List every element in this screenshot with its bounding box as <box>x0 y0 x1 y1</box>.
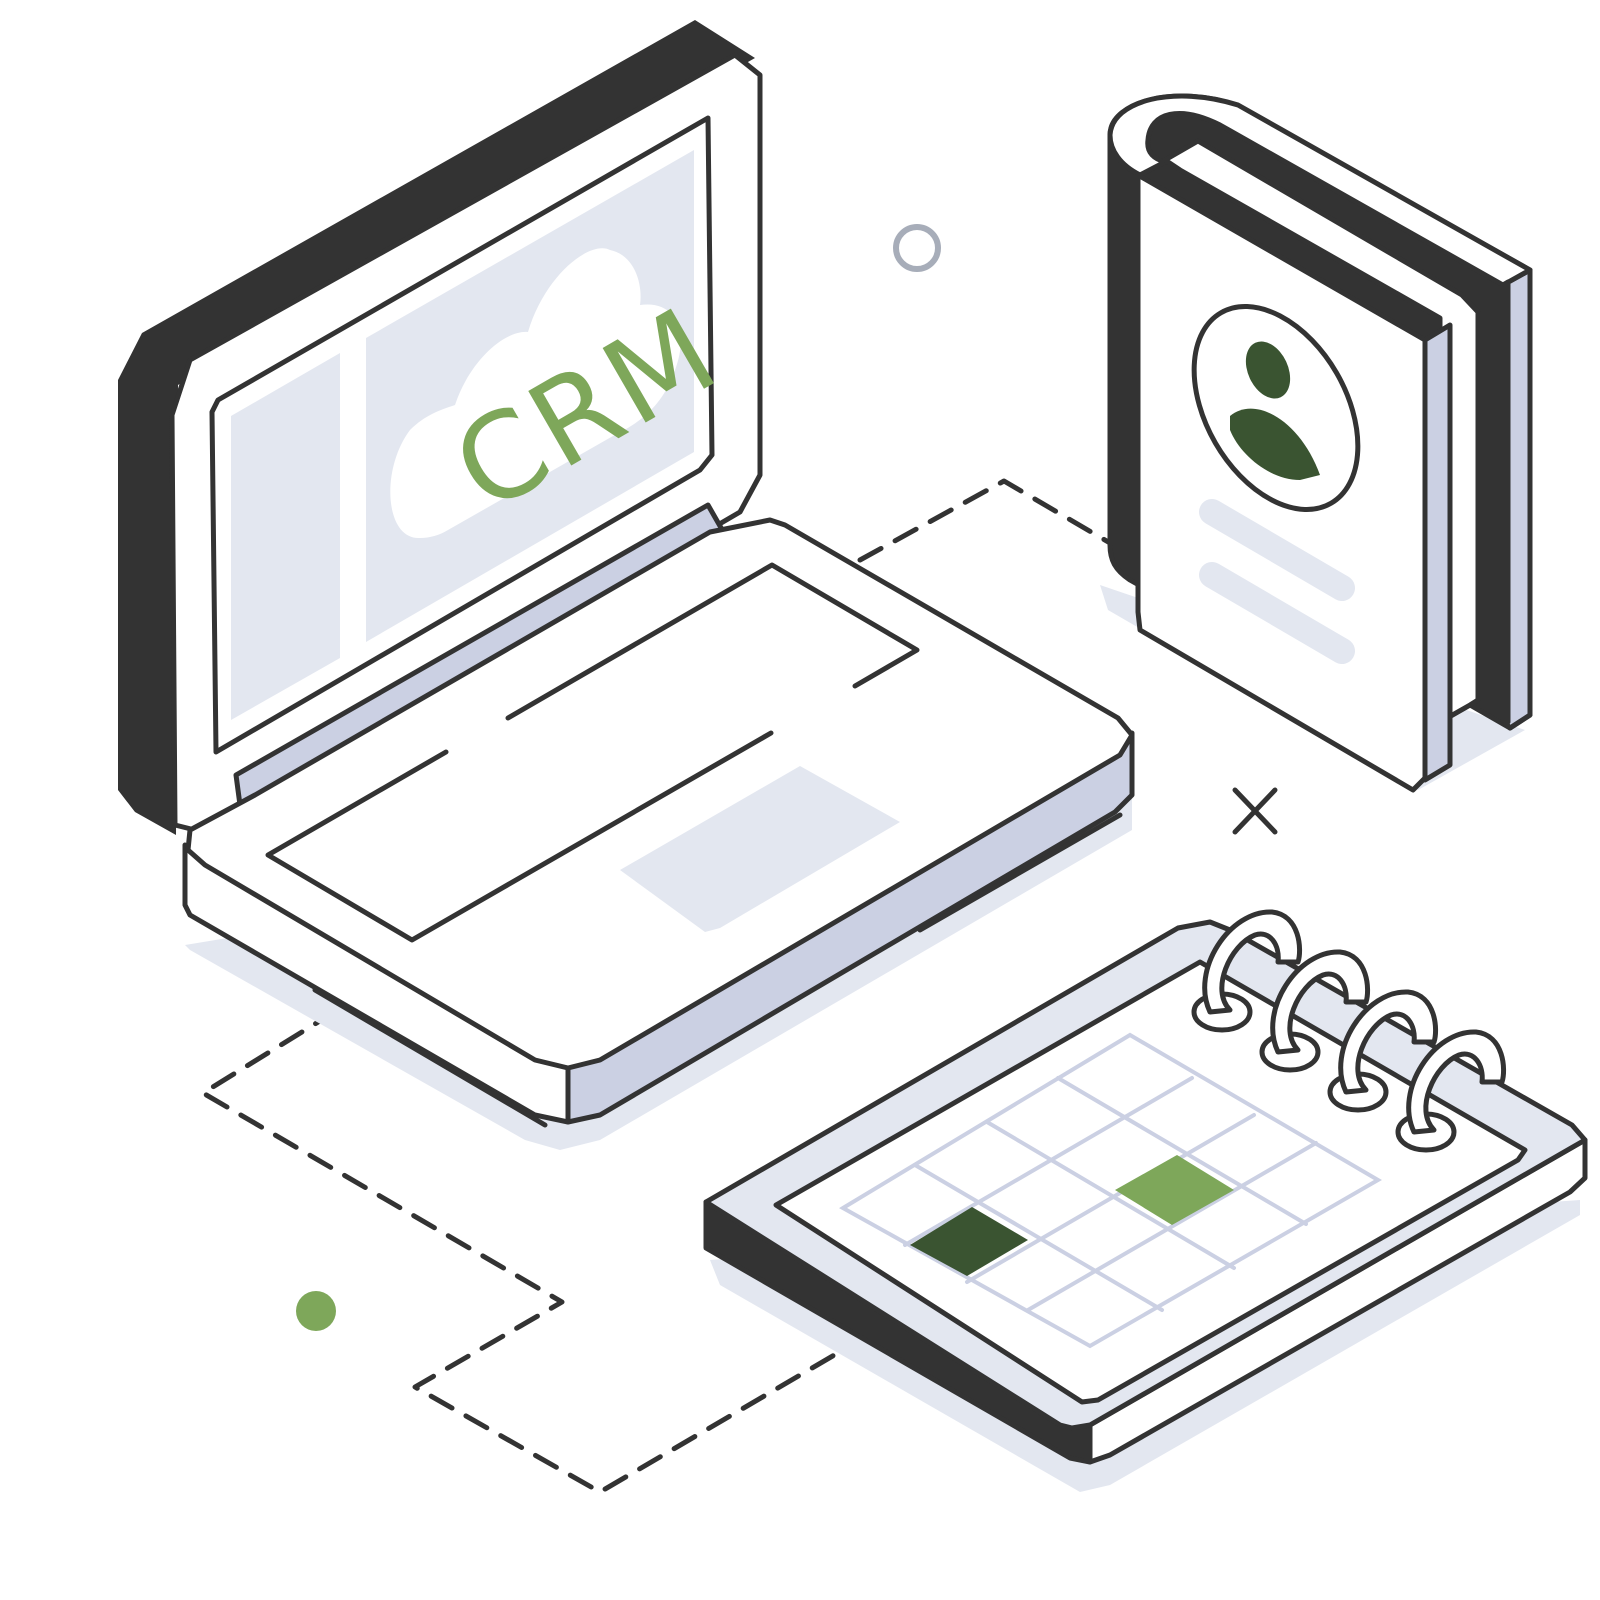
calendar-grid <box>839 1032 1382 1349</box>
calendar-icon <box>703 909 1588 1492</box>
calendar-cell-highlight-dark <box>910 1207 1028 1276</box>
laptop-trackpad <box>620 766 900 932</box>
user-icon <box>1191 304 1361 512</box>
calendar-ring-2 <box>1259 949 1371 1073</box>
close-x-icon <box>1232 787 1278 835</box>
laptop-keyboard-outline <box>265 730 774 943</box>
contact-book-icon <box>1100 93 1533 793</box>
laptop-icon: CRM <box>118 20 1135 1150</box>
laptop-lid-back <box>118 20 755 835</box>
laptop-keyboard-outline-top <box>505 562 920 721</box>
screen-sidebar-panel <box>231 353 340 720</box>
calendar-rings <box>1191 909 1507 1153</box>
ring-decoration <box>893 224 941 272</box>
book-text-line-1 <box>1199 499 1355 601</box>
dashed-connector-top <box>857 478 1113 563</box>
calendar-ring-1 <box>1191 909 1303 1033</box>
calendar-cell-highlight-green <box>1115 1155 1234 1225</box>
green-dot-decoration <box>296 1291 336 1331</box>
calendar-ring-3 <box>1327 989 1439 1113</box>
book-text-line-2 <box>1199 562 1355 664</box>
book-pages <box>1162 138 1481 725</box>
dashed-connector-bottom <box>200 987 863 1495</box>
calendar-ring-4 <box>1395 1029 1507 1153</box>
